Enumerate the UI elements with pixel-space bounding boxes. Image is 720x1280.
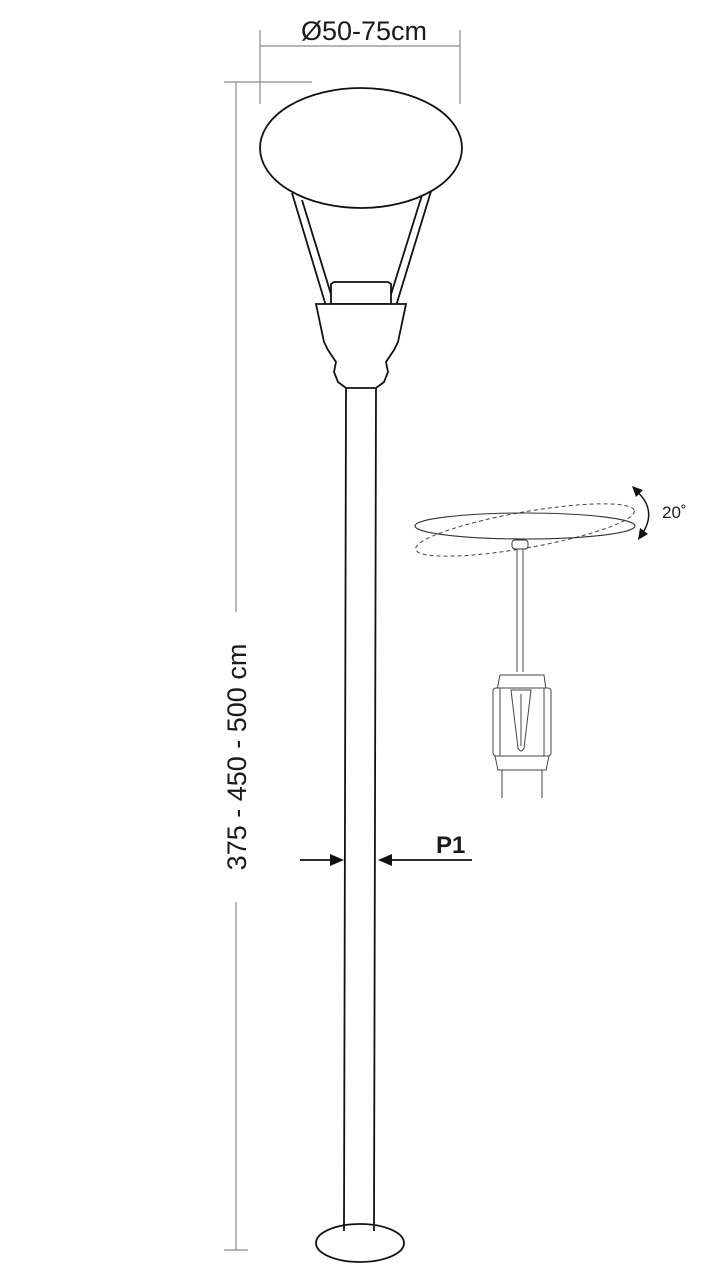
right-arrow-icon (378, 854, 392, 866)
pivot-joint (511, 539, 529, 550)
left-arrow-icon (330, 854, 344, 866)
level-disc (414, 512, 636, 540)
tilt-arrow-up-icon (632, 486, 643, 497)
reflector-disc (259, 87, 463, 209)
pole (315, 387, 405, 1263)
base-plate (315, 1223, 405, 1263)
pole-code: P1 (436, 832, 465, 859)
tilted-disc (415, 503, 635, 557)
pole-callout: P1 (300, 832, 472, 866)
tilt-arrow-down-icon (638, 528, 648, 540)
collar (494, 755, 550, 771)
height-dimension: 375 - 450 - 500 cm (222, 81, 312, 1251)
housing-body (314, 303, 408, 389)
tilt-label: 20˚ (662, 503, 687, 522)
height-label: 375 - 450 - 500 cm (222, 644, 252, 871)
lamp-head (259, 87, 463, 389)
diameter-label: Ø50-75cm (301, 16, 427, 46)
tilt-detail: 20˚ (414, 486, 687, 798)
housing-cap (330, 281, 392, 305)
diameter-dimension: Ø50-75cm (259, 16, 461, 104)
